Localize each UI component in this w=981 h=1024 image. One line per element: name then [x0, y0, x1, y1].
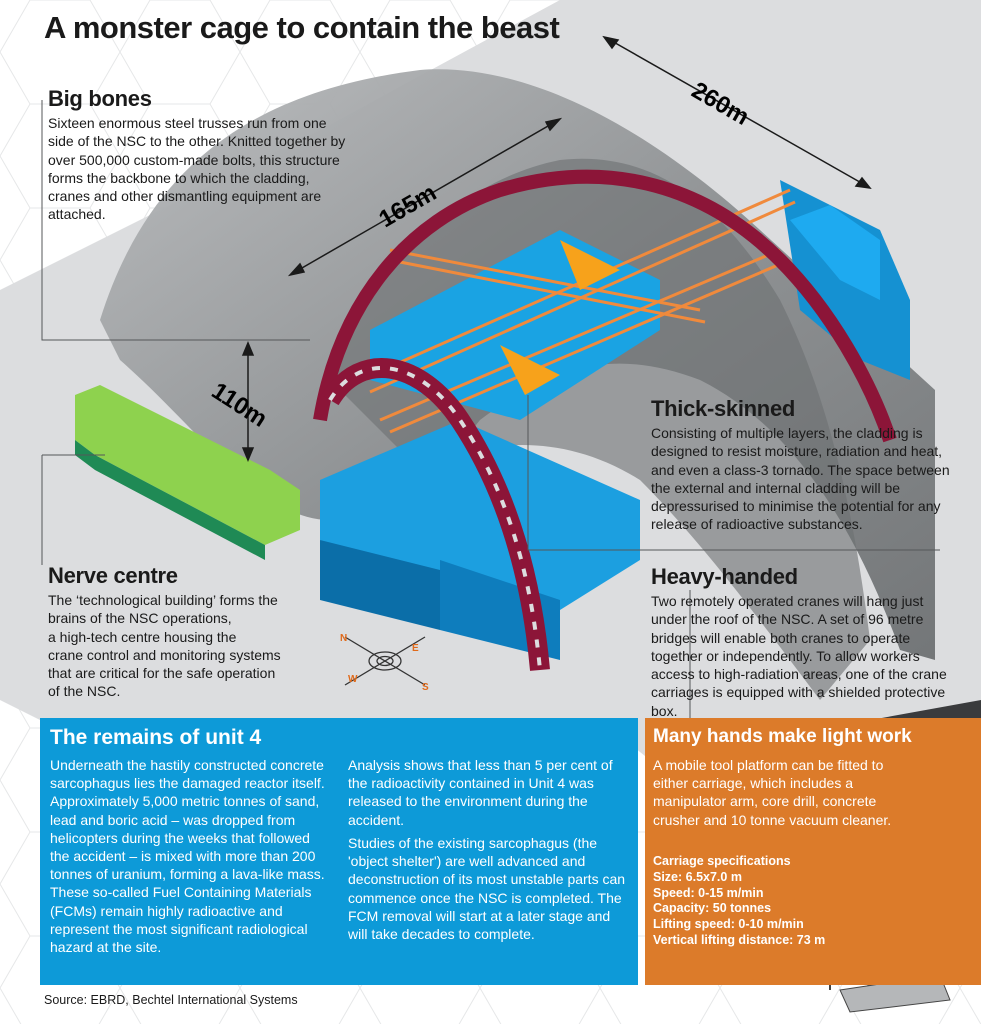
- big-bones-section: Big bones Sixteen enormous steel trusses…: [48, 86, 348, 224]
- nerve-centre-line-5: that are critical for the safe operation: [48, 665, 276, 682]
- compass-e: E: [412, 643, 419, 654]
- many-hands-panel: Many hands make light work A mobile tool…: [645, 718, 981, 985]
- many-hands-heading: Many hands make light work: [653, 726, 912, 747]
- spec-capacity: Capacity: 50 tonnes: [653, 901, 772, 916]
- reactor-block-step: [790, 205, 880, 300]
- thick-skinned-body: Consisting of multiple layers, the cladd…: [651, 425, 950, 533]
- technological-building-side: [75, 440, 265, 560]
- remains-panel: The remains of unit 4 Underneath the has…: [40, 718, 638, 985]
- reactor-base-front: [320, 540, 440, 630]
- truss-front-lattice: [328, 365, 542, 671]
- crane-carriage-2: [500, 345, 560, 395]
- spec-size: Size: 6.5x7.0 m: [653, 869, 742, 884]
- pointer-lines: [41, 100, 940, 720]
- truss-back: [313, 169, 897, 443]
- nerve-centre-line-2: brains of the NSC operations,: [48, 610, 232, 627]
- heavy-handed-section: Heavy-handed Two remotely operated crane…: [651, 564, 951, 720]
- dimension-arrows: [241, 35, 872, 462]
- page-title: A monster cage to contain the beast: [44, 10, 560, 45]
- heavy-handed-body: Two remotely operated cranes will hang j…: [651, 593, 947, 719]
- remains-col2a: Analysis shows that less than 5 per cent…: [348, 757, 613, 828]
- spec-speed: Speed: 0-15 m/min: [653, 885, 764, 900]
- remains-col2b: Studies of the existing sarcophagus (the…: [348, 835, 626, 943]
- crane-carriage-1: [560, 240, 620, 290]
- big-bones-body: Sixteen enormous steel trusses run from …: [48, 115, 346, 223]
- source-credit: Source: EBRD, Bechtel International Syst…: [44, 993, 298, 1007]
- thick-skinned-heading: Thick-skinned: [651, 396, 796, 421]
- nerve-centre-line-6: of the NSC.: [48, 683, 121, 700]
- many-hands-body: A mobile tool platform can be fitted to …: [653, 757, 892, 828]
- remains-heading: The remains of unit 4: [50, 726, 262, 749]
- nerve-centre-section: Nerve centre The ‘technological building…: [48, 563, 328, 701]
- nerve-centre-line-4: crane control and monitoring systems: [48, 646, 281, 663]
- carriage-specs: Carriage specifications Size: 6.5x7.0 m …: [653, 854, 853, 949]
- big-bones-heading: Big bones: [48, 86, 152, 111]
- spec-lifting-speed: Lifting speed: 0-10 m/min: [653, 917, 804, 932]
- nerve-centre-line-3: a high-tech centre housing the: [48, 628, 237, 645]
- nerve-centre-heading: Nerve centre: [48, 563, 178, 588]
- compass-w: W: [348, 674, 358, 685]
- compass-icon: N E S W: [340, 633, 429, 693]
- remains-col1: Underneath the hastily constructed concr…: [50, 757, 325, 956]
- compass-s: S: [422, 682, 429, 693]
- spec-vertical-distance: Vertical lifting distance: 73 m: [653, 932, 826, 947]
- heavy-handed-heading: Heavy-handed: [651, 564, 798, 589]
- thick-skinned-section: Thick-skinned Consisting of multiple lay…: [651, 396, 951, 534]
- compass-n: N: [340, 633, 347, 644]
- specs-title: Carriage specifications: [653, 854, 791, 868]
- nerve-centre-line-1: The ‘technological building’ forms the: [48, 592, 278, 608]
- technological-building: [75, 385, 300, 545]
